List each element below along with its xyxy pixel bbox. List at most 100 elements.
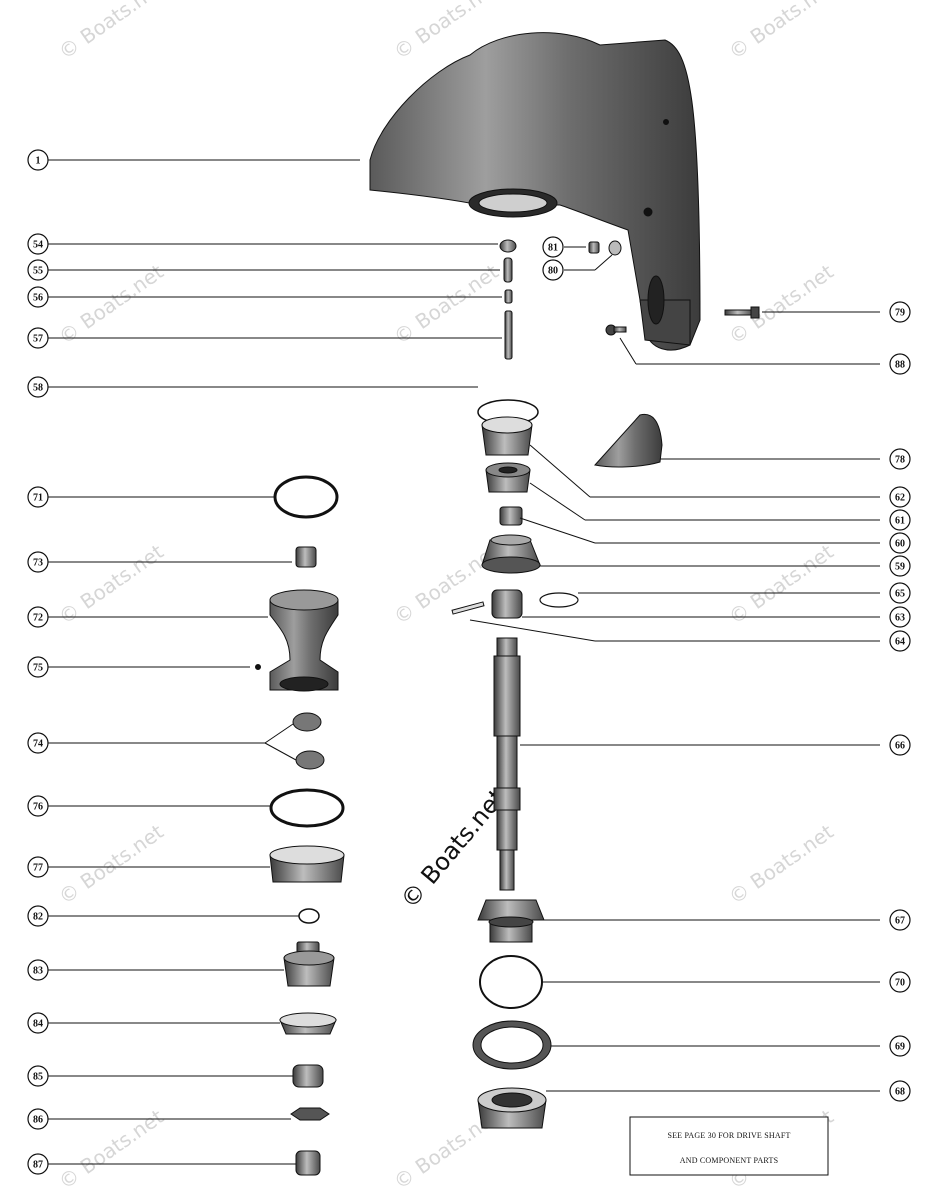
callout-label: 88 — [895, 360, 905, 371]
callout-label: 60 — [895, 539, 905, 550]
part-76-o-ring — [269, 788, 345, 828]
callout-label: 61 — [895, 516, 905, 527]
part-68-bearing — [477, 1087, 547, 1129]
callout-1: 1 — [27, 149, 49, 171]
callout-label: 54 — [33, 240, 43, 251]
main-watermark: © Boats.net — [395, 784, 511, 914]
callout-label: 82 — [33, 912, 43, 923]
part-85-spacer — [292, 1064, 324, 1088]
callout-58: 58 — [27, 376, 49, 398]
callout-label: 74 — [33, 739, 43, 750]
callout-81: 81 — [542, 236, 564, 258]
callout-label: 55 — [33, 266, 43, 277]
callout-label: 73 — [33, 558, 43, 569]
callout-79: 79 — [889, 301, 911, 323]
callout-label: 87 — [33, 1160, 43, 1171]
callout-67: 67 — [889, 909, 911, 931]
callout-59: 59 — [889, 555, 911, 577]
callout-label: 58 — [33, 383, 43, 394]
callout-64: 64 — [889, 630, 911, 652]
callout-label: 56 — [33, 293, 43, 304]
part-65-retaining-ring — [539, 592, 579, 608]
callout-label: 68 — [895, 1087, 905, 1098]
callout-label: 65 — [895, 589, 905, 600]
callout-label: 76 — [33, 802, 43, 813]
part-55-sleeve — [503, 257, 513, 283]
callout-78: 78 — [889, 448, 911, 470]
callout-85: 85 — [27, 1065, 49, 1087]
part-82-washer — [298, 908, 320, 924]
callout-71: 71 — [27, 486, 49, 508]
callout-87: 87 — [27, 1153, 49, 1175]
callout-68: 68 — [889, 1080, 911, 1102]
part-73-bushing — [295, 546, 317, 568]
part-62-bearing-cup — [481, 416, 533, 456]
part-84-race — [279, 1012, 337, 1035]
callouts: 1 54 55 56 57 58 71 73 72 75 74 76 77 82… — [27, 149, 911, 1175]
watermark: © Boats.net — [724, 819, 838, 909]
callout-label: 67 — [895, 916, 905, 927]
part-80-washer — [608, 240, 622, 256]
callout-label: 57 — [33, 334, 43, 345]
callout-86: 86 — [27, 1108, 49, 1130]
part-77-cup — [269, 845, 345, 883]
watermark: © Boats.net — [54, 1104, 168, 1194]
callout-label: 72 — [33, 613, 43, 624]
part-88-screw — [605, 324, 627, 336]
part-79-bolt — [724, 306, 760, 319]
callout-65: 65 — [889, 582, 911, 604]
watermark: © Boats.net — [54, 259, 168, 349]
callout-label: 75 — [33, 663, 43, 674]
callout-73: 73 — [27, 551, 49, 573]
callout-61: 61 — [889, 509, 911, 531]
watermark: © Boats.net — [54, 819, 168, 909]
part-86-tab-washer — [290, 1107, 330, 1121]
part-83-bearing — [283, 941, 335, 987]
reference-note-box: SEE PAGE 30 FOR DRIVE SHAFT AND COMPONEN… — [629, 1116, 829, 1176]
part-72-bearing-carrier — [269, 589, 339, 692]
callout-label: 77 — [33, 863, 43, 874]
callout-57: 57 — [27, 327, 49, 349]
part-67-forward-gear — [477, 899, 545, 943]
callout-77: 77 — [27, 856, 49, 878]
callout-80: 80 — [542, 259, 564, 281]
callout-66: 66 — [889, 734, 911, 756]
part-61-bearing — [485, 462, 531, 493]
watermark: © Boats.net — [54, 0, 168, 64]
callout-label: 86 — [33, 1115, 43, 1126]
callout-label: 79 — [895, 308, 905, 319]
callout-84: 84 — [27, 1012, 49, 1034]
callout-label: 64 — [895, 637, 905, 648]
callout-label: 71 — [33, 493, 43, 504]
callout-83: 83 — [27, 959, 49, 981]
part-66-propeller-shaft — [493, 637, 521, 891]
part-75-screw — [255, 664, 261, 670]
part-74-seal-lower — [295, 750, 325, 770]
watermark: © Boats.net — [54, 539, 168, 629]
watermark: © Boats.net — [389, 259, 503, 349]
callout-label: 63 — [895, 613, 905, 624]
callout-label: 81 — [548, 243, 558, 254]
callout-62: 62 — [889, 486, 911, 508]
note-line-1: SEE PAGE 30 FOR DRIVE SHAFT — [667, 1131, 790, 1140]
part-70-o-ring — [479, 955, 543, 1009]
callout-label: 69 — [895, 1042, 905, 1053]
callout-76: 76 — [27, 795, 49, 817]
part-57-stud — [504, 310, 513, 360]
gear-housing — [369, 32, 701, 351]
part-64-pin — [451, 601, 485, 615]
part-54-nut — [499, 239, 517, 253]
part-87-nut — [295, 1150, 321, 1176]
callout-label: 84 — [33, 1019, 43, 1030]
callout-label: 83 — [33, 966, 43, 977]
part-69-seal — [472, 1020, 552, 1070]
callout-82: 82 — [27, 905, 49, 927]
watermark: © Boats.net — [724, 0, 838, 64]
part-71-o-ring — [273, 475, 339, 519]
callout-label: 66 — [895, 741, 905, 752]
part-60-bearing — [499, 506, 523, 526]
callout-69: 69 — [889, 1035, 911, 1057]
note-line-2: AND COMPONENT PARTS — [680, 1156, 778, 1165]
part-78-anode — [594, 413, 663, 468]
